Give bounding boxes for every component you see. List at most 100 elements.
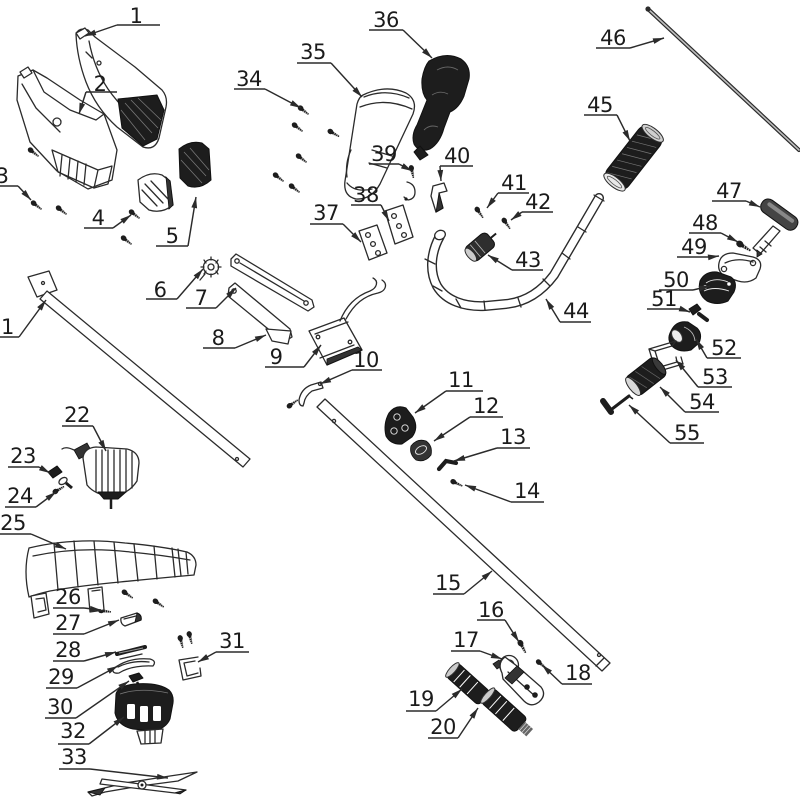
callout-arrowhead: [469, 708, 478, 719]
part-number-label: 10: [353, 348, 379, 372]
part-32-trimmer-head: [114, 683, 174, 745]
callout-arrowhead: [352, 86, 362, 97]
callout-layer: 1234567891011121314151617181920212223242…: [0, 4, 761, 780]
callout-28: 28: [53, 638, 117, 662]
callout-18: 18: [541, 661, 592, 685]
callout-arrowhead: [38, 465, 50, 473]
part-number-label: 12: [473, 394, 499, 418]
callout-9: 9: [265, 344, 322, 369]
callout-50: 50: [659, 268, 711, 292]
callout-arrowhead: [696, 339, 705, 350]
part-28-rod: [115, 645, 147, 660]
part-number-label: 41: [501, 171, 527, 195]
callout-54: 54: [659, 386, 719, 414]
part-number-label: 38: [353, 183, 379, 207]
part-number-label: 29: [48, 665, 74, 689]
part-number-label: 39: [371, 142, 397, 166]
callout-arrowhead: [437, 169, 444, 181]
callout-arrowhead: [622, 129, 630, 141]
callout-45: 45: [584, 93, 631, 142]
part-number-label: 51: [651, 287, 677, 311]
part-number-label: 46: [600, 26, 626, 50]
callout-5: 5: [156, 196, 198, 248]
part-36-trigger-handle: [412, 55, 470, 161]
part-number-label: 40: [444, 144, 470, 168]
callout-51: 51: [647, 287, 691, 313]
part-number-label: 6: [154, 278, 167, 302]
parts-artwork: [16, 6, 800, 797]
callout-36: 36: [369, 8, 433, 59]
part-number-label: 27: [55, 611, 81, 635]
callout-arrowhead: [748, 200, 760, 207]
callout-arrowhead: [198, 654, 210, 662]
part-38-plate: [384, 204, 414, 245]
part-37-plate: [358, 224, 388, 261]
part-10-lever: [298, 381, 324, 407]
part-49-clamp-upper: [718, 252, 762, 283]
callout-arrowhead: [481, 571, 492, 581]
part-39-throttle-lever: [403, 181, 416, 201]
callout-14: 14: [464, 479, 544, 503]
callout-arrowhead: [156, 773, 168, 780]
part-number-label: 3: [0, 164, 8, 188]
callout-40: 40: [437, 144, 473, 182]
part-20-coupler-shaft: [480, 687, 534, 737]
callout-arrowhead: [98, 439, 106, 451]
callout-3: 3: [0, 164, 32, 201]
callout-10: 10: [319, 348, 382, 385]
callout-arrowhead: [434, 432, 445, 441]
callout-20: 20: [428, 707, 479, 739]
part-1-engine-top-cover: [75, 27, 168, 149]
part-number-label: 50: [663, 268, 689, 292]
part-44-handlebar: [424, 193, 605, 312]
part-number-label: 44: [563, 299, 589, 323]
callout-19: 19: [406, 687, 463, 712]
callout-arrowhead: [193, 269, 203, 280]
part-55-pin: [600, 394, 634, 415]
callout-arrowhead: [37, 300, 46, 311]
part-number-label: 15: [435, 571, 461, 595]
part-number-label: 17: [453, 628, 479, 652]
part-47-wing-knob: [752, 198, 799, 258]
callout-arrowhead: [400, 163, 412, 171]
part-number-label: 11: [448, 368, 474, 392]
part-5-vent-grille: [178, 141, 212, 188]
callout-1: 1: [84, 4, 160, 37]
part-number-label: 42: [525, 190, 551, 214]
callout-arrowhead: [106, 666, 118, 674]
callout-7: 7: [186, 286, 237, 310]
part-number-label: 18: [565, 661, 591, 685]
part-number-label: 9: [270, 345, 283, 369]
part-number-label: 35: [300, 40, 326, 64]
part-number-label: 43: [515, 248, 541, 272]
callout-13: 13: [453, 425, 530, 462]
callout-33: 33: [59, 745, 169, 780]
part-number-label: 22: [64, 403, 90, 427]
callout-arrowhead: [465, 485, 477, 492]
part-number-label: 45: [587, 93, 613, 117]
callout-arrowhead: [120, 215, 131, 224]
callout-arrowhead: [660, 387, 670, 397]
callout-34: 34: [234, 67, 302, 109]
part-number-label: 8: [212, 326, 225, 350]
part-8-link-bar: [227, 282, 293, 345]
callout-39: 39: [369, 142, 413, 172]
callout-25: 25: [0, 511, 67, 550]
callout-15: 15: [433, 570, 493, 595]
callout-26: 26: [53, 585, 102, 612]
callout-arrowhead: [422, 48, 432, 58]
part-number-label: 54: [689, 390, 715, 414]
part-number-label: 30: [47, 695, 73, 719]
part-4-side-cover: [137, 173, 174, 212]
callout-arrowhead: [629, 405, 640, 415]
part-40-trigger: [430, 182, 448, 213]
callout-arrowhead: [107, 620, 119, 627]
callout-8: 8: [203, 326, 267, 350]
callout-arrowhead: [726, 234, 738, 242]
callout-38: 38: [351, 183, 390, 222]
callout-48: 48: [689, 211, 739, 243]
callout-53: 53: [675, 359, 732, 389]
part-2-engine-housing: [16, 66, 118, 190]
callout-arrowhead: [113, 717, 124, 727]
callout-2: 2: [78, 72, 117, 115]
